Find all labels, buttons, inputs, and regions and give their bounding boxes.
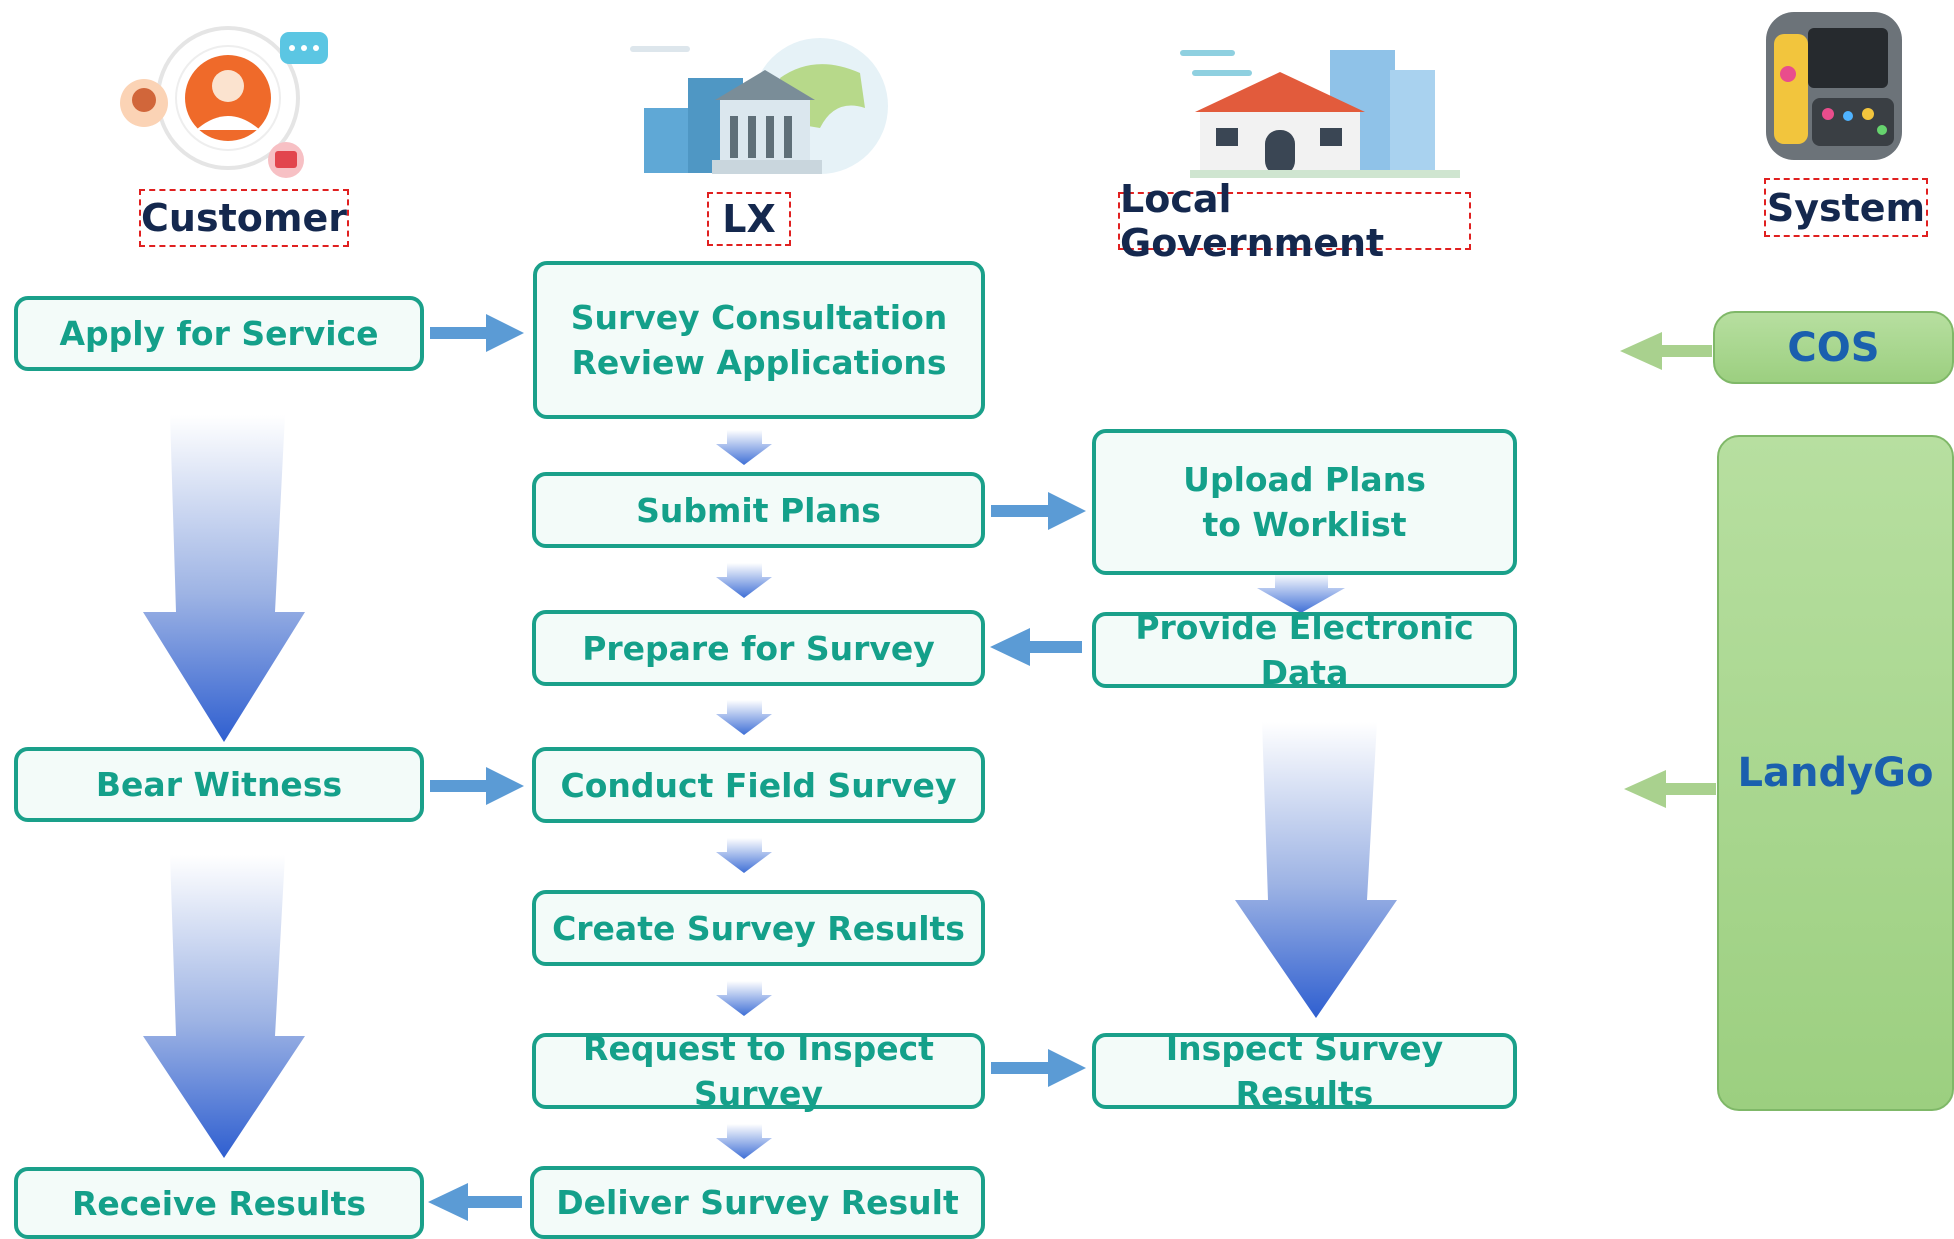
small-down-arrow — [716, 430, 772, 465]
big-down-arrow — [143, 855, 305, 1158]
conduct-field-survey-box: Conduct Field Survey — [532, 747, 985, 823]
right-arrow — [991, 492, 1086, 530]
upload-plans-box: Upload Plans to Worklist — [1092, 429, 1517, 575]
prepare-for-survey-box: Prepare for Survey — [532, 610, 985, 686]
small-down-arrow — [716, 838, 772, 873]
big-down-arrow — [143, 415, 305, 742]
small-down-arrow — [1257, 573, 1345, 613]
inspect-survey-results-box: Inspect Survey Results — [1092, 1029, 1517, 1113]
deliver-survey-result-box: Deliver Survey Result — [530, 1166, 985, 1239]
right-arrow — [430, 767, 524, 805]
small-down-arrow — [716, 700, 772, 735]
lx-building-globe-icon — [630, 28, 900, 178]
green-left-arrow — [1624, 770, 1716, 808]
customer-header: Customer — [139, 189, 349, 247]
small-down-arrow — [716, 981, 772, 1016]
apply-for-service-box: Apply for Service — [14, 296, 424, 371]
local-government-icon — [1180, 30, 1470, 180]
lx-header: LX — [707, 192, 791, 246]
landygo-system-box: LandyGo — [1717, 435, 1954, 1111]
submit-plans-box: Submit Plans — [532, 472, 985, 548]
provide-electronic-data-box: Provide Electronic Data — [1092, 608, 1517, 692]
right-arrow — [430, 314, 524, 352]
big-down-arrow — [1235, 722, 1397, 1018]
system-arcade-machine-icon — [1758, 4, 1908, 166]
left-arrow — [428, 1183, 522, 1221]
system-header: System — [1764, 178, 1928, 237]
customer-icon — [110, 20, 340, 180]
survey-consultation-box: Survey Consultation Review Applications — [533, 261, 985, 419]
small-down-arrow — [716, 563, 772, 598]
bear-witness-box: Bear Witness — [14, 747, 424, 822]
right-arrow — [991, 1049, 1086, 1087]
request-to-inspect-box: Request to Inspect Survey — [532, 1029, 985, 1113]
left-arrow — [990, 628, 1082, 666]
small-down-arrow — [716, 1124, 772, 1159]
green-left-arrow — [1620, 332, 1712, 370]
receive-results-box: Receive Results — [14, 1167, 424, 1239]
cos-system-box: COS — [1713, 311, 1954, 384]
create-survey-results-box: Create Survey Results — [532, 890, 985, 966]
